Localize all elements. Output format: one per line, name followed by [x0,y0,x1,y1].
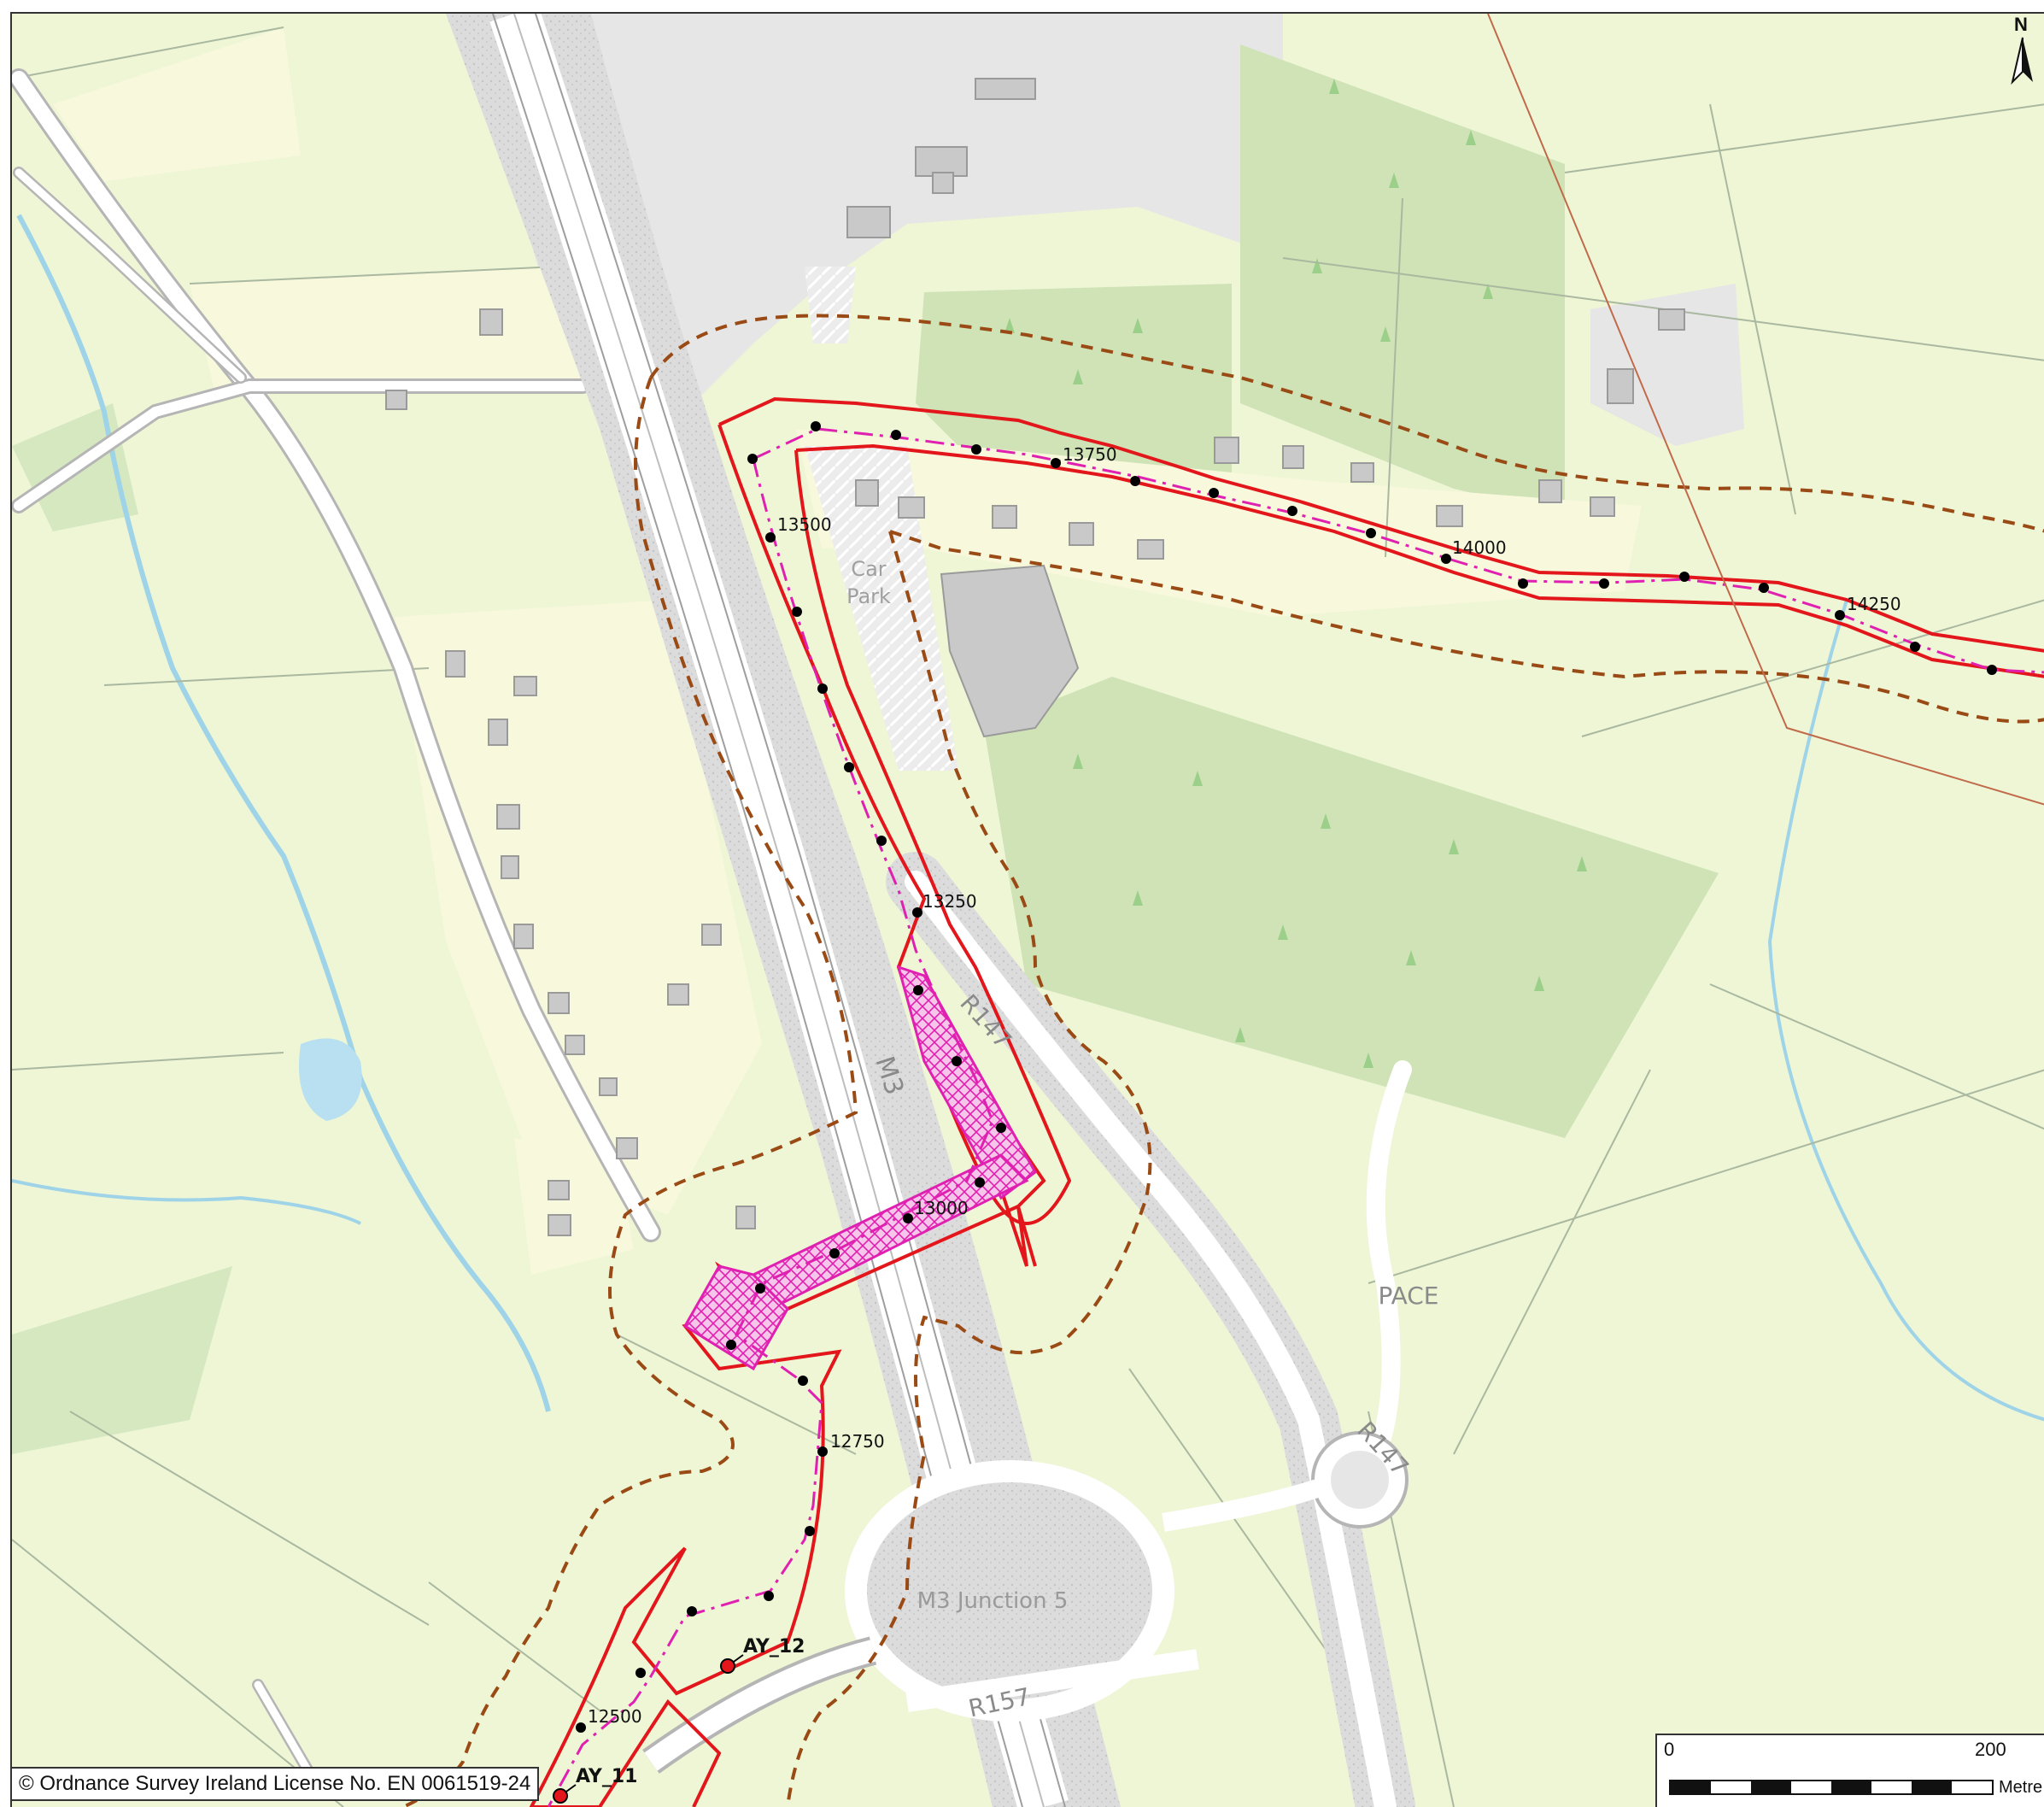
point-ay-11-marker [553,1789,567,1803]
junction-label: M3 Junction 5 [917,1588,1069,1614]
svg-text:13750: 13750 [1063,444,1117,465]
north-arrow: N [2006,14,2040,85]
svg-text:13500: 13500 [777,514,832,535]
scale-end-label: 200 [1975,1739,2006,1761]
scale-bar: 0 200 Metre [1655,1734,2044,1807]
copyright-notice: © Ordnance Survey Ireland License No. EN… [10,1767,539,1801]
pace-label: PACE [1379,1282,1439,1310]
svg-text:12750: 12750 [830,1431,885,1452]
svg-text:13000: 13000 [914,1198,969,1218]
point-ay-12-marker [721,1659,735,1673]
map-frame[interactable]: Car Park PACE M3 Junction 5 M3 R147 R147… [10,12,2044,1807]
north-arrow-icon [2006,14,2040,85]
scale-start-label: 0 [1664,1739,1674,1761]
point-ay-12-label: AY_12 [743,1636,805,1657]
hatched-yard [805,267,856,343]
car-park-label-2: Park [846,584,891,608]
svg-text:12500: 12500 [588,1706,642,1727]
svg-text:13250: 13250 [922,891,977,912]
svg-text:14250: 14250 [1847,594,1901,614]
point-ay-11-label: AY_11 [576,1766,637,1787]
svg-text:14000: 14000 [1452,537,1507,558]
scale-bar-graphic [1669,1780,1994,1795]
scale-unit-label: Metre [1999,1778,2042,1798]
car-park-label: Car [851,557,886,581]
map-canvas[interactable]: Car Park PACE M3 Junction 5 M3 R147 R147… [12,14,2044,1807]
